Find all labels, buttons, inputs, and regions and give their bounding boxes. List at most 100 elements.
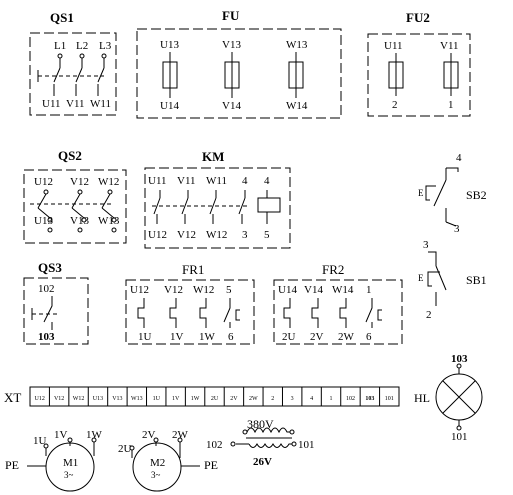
xt-cell-label: 4: [310, 396, 313, 402]
fu-top-u13: U13: [160, 39, 179, 51]
km-contactor: KM U11 V11 W11 4 4 U12 V12 W12 3 5: [144, 149, 291, 249]
qs1-bot-v11: V11: [66, 98, 85, 110]
qs1-bot-u11: U11: [42, 98, 61, 110]
qs1-bot-w11: W11: [90, 98, 111, 110]
fr1-top-5: 5: [226, 284, 232, 296]
fr1-top-u12: U12: [130, 284, 149, 296]
fu2-bot-2: 2: [392, 99, 398, 111]
km-bot-5: 5: [264, 229, 270, 241]
tc-left: 102: [206, 439, 223, 451]
xt-cell-label: V13: [112, 396, 122, 402]
fr2-top-u14: U14: [278, 284, 297, 296]
fu-top-v13: V13: [222, 39, 241, 51]
sb2-e: E: [418, 188, 424, 198]
fu2-title: FU2: [406, 10, 430, 25]
xt-cell-label: 101: [385, 396, 394, 402]
qs1-top-l1: L1: [54, 40, 66, 52]
km-top-w11: W11: [206, 175, 227, 187]
m2-motor: 2U 2V 2W M2 3~ PE: [118, 429, 218, 492]
km-top-4b: 4: [264, 175, 270, 187]
sb1-e: E: [418, 273, 424, 283]
qs1-top-l2: L2: [76, 40, 88, 52]
xt-cell-label: 103: [365, 396, 374, 402]
fu2-top-v11: V11: [440, 40, 459, 52]
km-top-4a: 4: [242, 175, 248, 187]
transformer: 380V 102 101 26V: [206, 417, 315, 468]
sb2-label: SB2: [466, 188, 487, 202]
m1-phase: 3~: [64, 470, 74, 480]
m1-pe: PE: [5, 458, 19, 472]
fr1-top-w12: W12: [193, 284, 214, 296]
fr1-relay: FR1 U12 V12 W12 5 1U 1V 1W 6: [125, 262, 255, 345]
sb2-bottom: 3: [454, 223, 460, 235]
fr1-bot-1v: 1V: [170, 331, 184, 343]
xt-cell-label: 102: [346, 396, 355, 402]
qs2-top-v12: V12: [70, 176, 89, 188]
m1-term-1w: 1W: [86, 429, 103, 441]
hl-label: HL: [414, 391, 430, 405]
hl-top: 103: [451, 353, 468, 365]
km-top-v11: V11: [177, 175, 196, 187]
fr1-bot-1u: 1U: [138, 331, 152, 343]
m2-pe: PE: [204, 458, 218, 472]
xt-cell-label: 3: [291, 396, 294, 402]
xt-cell-label: 2V: [230, 396, 238, 402]
qs2-bot-v13: V13: [70, 215, 89, 227]
m1-name: M1: [63, 457, 78, 469]
fr2-bot-2w: 2W: [338, 331, 355, 343]
fu-bot-v14: V14: [222, 100, 241, 112]
tc-secondary: 26V: [253, 456, 272, 468]
qs2-top-w12: W12: [98, 176, 119, 188]
fu-top-w13: W13: [286, 39, 308, 51]
m2-term-2w: 2W: [172, 429, 189, 441]
xt-cell-label: 2: [271, 396, 274, 402]
km-title: KM: [202, 149, 224, 164]
sb2-button: 4 E 3 SB2: [418, 152, 487, 235]
sb1-bottom: 2: [426, 309, 432, 321]
hl-lamp: 103 101 HL: [414, 353, 483, 443]
km-bot-3: 3: [242, 229, 248, 241]
fu2-fuses: FU2 U11 V11 2 1: [367, 10, 471, 117]
xt-cell-label: U12: [35, 396, 45, 402]
fr2-top-v14: V14: [304, 284, 323, 296]
fr1-bot-6: 6: [228, 331, 234, 343]
qs3-title: QS3: [38, 260, 62, 275]
qs3-bottom: 103: [38, 331, 55, 343]
fr2-bot-2u: 2U: [282, 331, 296, 343]
fr2-bot-2v: 2V: [310, 331, 324, 343]
xt-cell-label: W12: [73, 396, 85, 402]
hl-bottom: 101: [451, 431, 468, 443]
xt-cell-label: 1: [330, 396, 333, 402]
fr2-top-1: 1: [366, 284, 372, 296]
m1-term-1u: 1U: [33, 435, 47, 447]
km-bot-w12: W12: [206, 229, 227, 241]
qs2-switch: QS2 U12 V12 W12 U13 V13 W13: [23, 148, 127, 244]
xt-cell-label: 2U: [211, 396, 219, 402]
xt-cell-label: 1U: [153, 396, 161, 402]
fr2-top-w14: W14: [332, 284, 354, 296]
fu-bot-u14: U14: [160, 100, 179, 112]
km-bot-u12: U12: [148, 229, 167, 241]
fr1-bot-1w: 1W: [199, 331, 216, 343]
sb2-top: 4: [456, 152, 462, 164]
fr1-title: FR1: [182, 262, 204, 277]
km-top-u11: U11: [148, 175, 167, 187]
fu-fuses: FU U13 V13 W13 U14 V14 W14: [136, 8, 342, 119]
m2-name: M2: [150, 457, 165, 469]
km-bot-v12: V12: [177, 229, 196, 241]
tc-primary: 380V: [247, 417, 274, 431]
qs2-bot-w13: W13: [98, 215, 120, 227]
m1-motor: 1U 1V 1W M1 3~ PE: [5, 429, 103, 492]
qs2-title: QS2: [58, 148, 82, 163]
qs1-top-l3: L3: [99, 40, 112, 52]
fr1-top-v12: V12: [164, 284, 183, 296]
xt-label: XT: [4, 390, 21, 405]
m2-phase: 3~: [151, 470, 161, 480]
sb1-button: 3 E 2 SB1: [418, 239, 487, 321]
qs3-switch: QS3 102 103: [23, 260, 89, 345]
m2-term-2v: 2V: [142, 429, 156, 441]
fu2-top-u11: U11: [384, 40, 403, 52]
fr2-relay: FR2 U14 V14 W14 1 2U 2V 2W 6: [273, 262, 403, 345]
